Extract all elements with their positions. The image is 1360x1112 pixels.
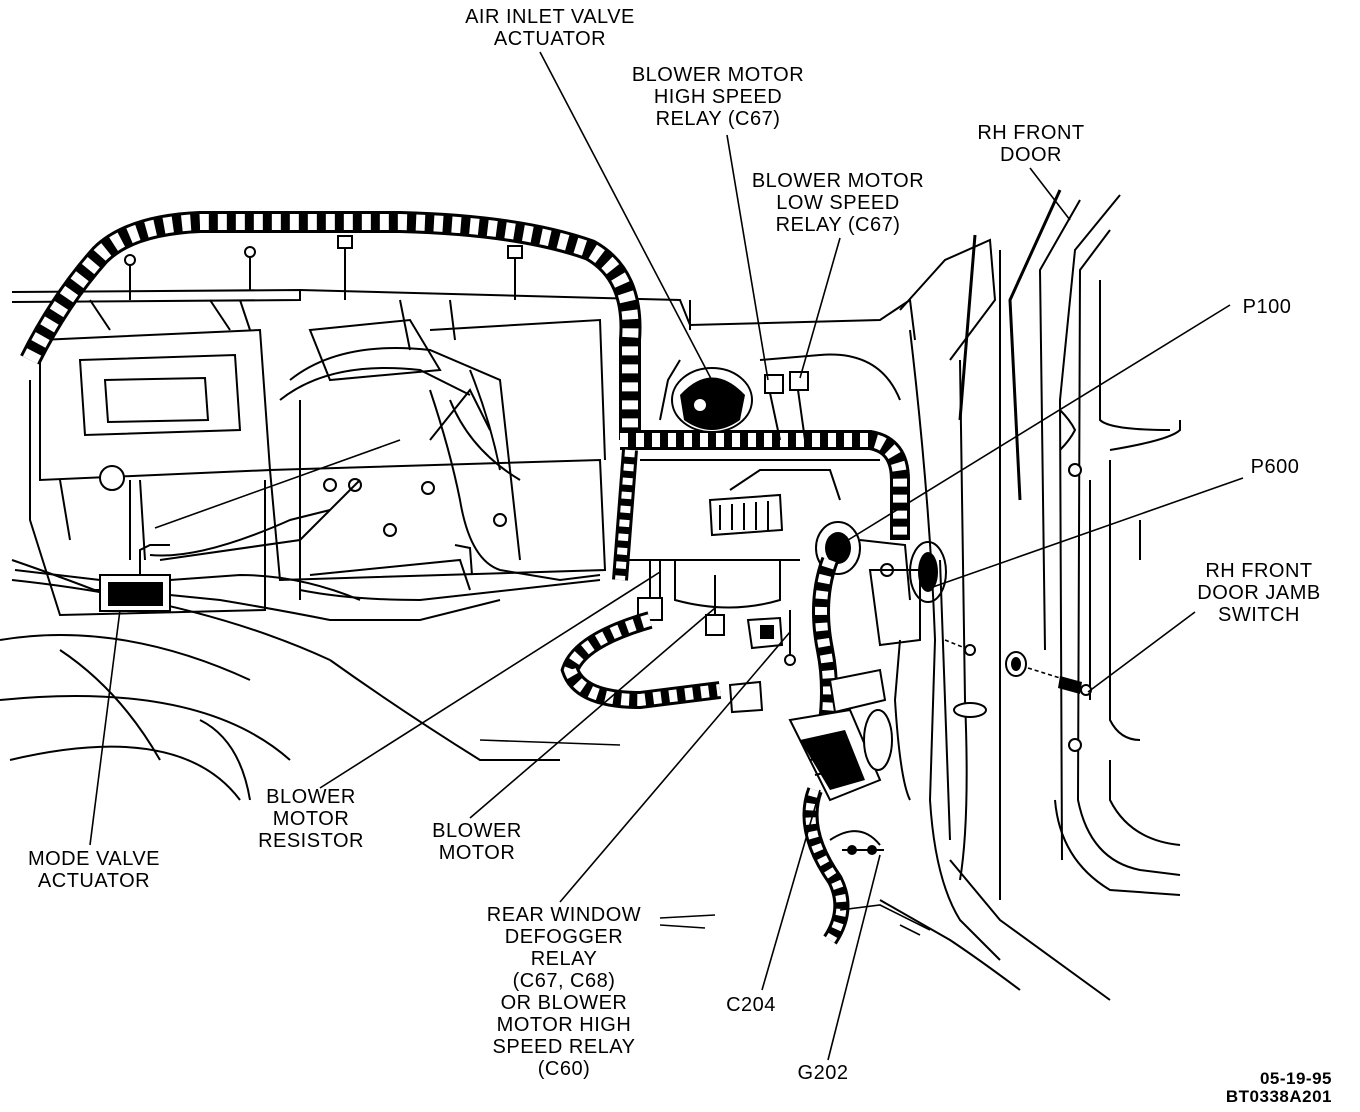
- label-g202: G202: [797, 1062, 849, 1084]
- air-inlet-valve-actuator: [659, 359, 753, 433]
- mode-valve-actuator: [14, 544, 501, 621]
- footer-date: 05-19-95: [1259, 1069, 1332, 1088]
- wiring-harness-top: [20, 211, 642, 440]
- door-jamb-switch: [944, 639, 1092, 696]
- defogger-relay: [728, 610, 796, 714]
- label-p600: P600: [1250, 456, 1300, 478]
- label-p100: P100: [1242, 296, 1292, 318]
- footer-date-code: 05-19-95 BT0338A201: [1200, 1070, 1332, 1106]
- p100-p600-connectors: [815, 521, 947, 603]
- hvac-module: [29, 299, 607, 617]
- door-pillar: [839, 189, 1181, 1001]
- c204-connector: [788, 668, 893, 802]
- connector-block: [708, 469, 841, 537]
- footer-drawing-code: BT0338A201: [1225, 1087, 1332, 1106]
- leader-lines: [89, 51, 1244, 1061]
- g202-ground: [829, 830, 884, 855]
- blower-relays-c67: [759, 353, 901, 441]
- extra-wiring: [149, 369, 601, 602]
- label-c204: C204: [726, 994, 776, 1016]
